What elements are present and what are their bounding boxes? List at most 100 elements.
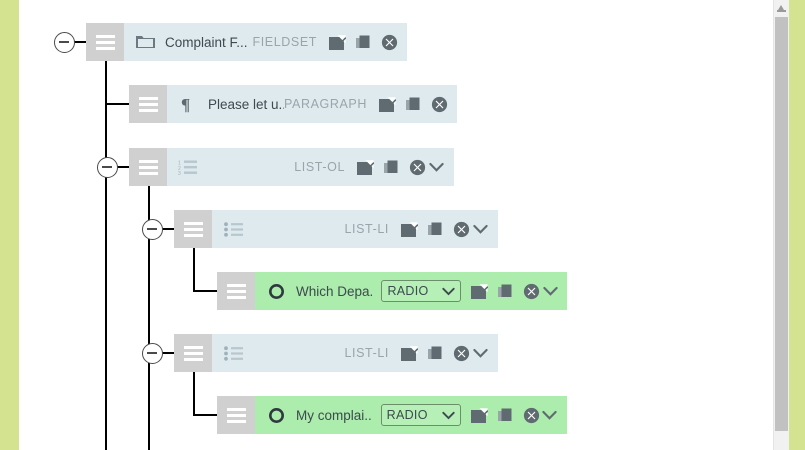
node-body: My complai... RADIO xyxy=(255,396,567,434)
node-label: My complai... xyxy=(296,407,373,423)
node-actions xyxy=(401,221,470,238)
delete-icon[interactable] xyxy=(431,96,448,113)
edit-icon[interactable] xyxy=(357,159,374,176)
edit-icon[interactable] xyxy=(379,96,396,113)
edit-icon[interactable] xyxy=(470,407,488,424)
collapse-toggle-button[interactable] xyxy=(54,31,75,53)
right-page-edge-strip xyxy=(789,0,805,450)
unordered-list-icon xyxy=(223,343,243,363)
tree-connector-vertical xyxy=(105,61,107,450)
tree-node-row[interactable]: LIST-LI xyxy=(174,210,498,248)
node-type-select[interactable]: RADIO xyxy=(380,404,461,426)
tree-connector-horizontal xyxy=(193,290,217,292)
tree-connector-horizontal xyxy=(65,41,86,43)
node-actions xyxy=(379,96,448,113)
node-type-tag: PARAGRAPH xyxy=(284,97,367,111)
node-actions xyxy=(329,34,398,51)
chevron-down-icon[interactable] xyxy=(472,345,489,362)
edit-icon[interactable] xyxy=(329,34,346,51)
node-type-tag: LIST-OL xyxy=(294,160,345,174)
node-tree: Complaint F... FIELDSET ¶ Please let u...PA… xyxy=(19,0,773,450)
duplicate-icon[interactable] xyxy=(355,34,372,51)
select-chevron-down-icon xyxy=(442,287,456,296)
tree-node-row[interactable]: LIST-LI xyxy=(174,334,498,372)
edit-icon[interactable] xyxy=(401,345,418,362)
drag-handle-icon[interactable] xyxy=(217,272,255,310)
minus-icon xyxy=(147,351,157,354)
duplicate-icon[interactable] xyxy=(427,221,444,238)
delete-icon[interactable] xyxy=(409,159,426,176)
drag-handle-icon[interactable] xyxy=(129,85,167,123)
delete-icon[interactable] xyxy=(453,345,470,362)
duplicate-icon[interactable] xyxy=(383,159,400,176)
drag-handle-icon[interactable] xyxy=(86,23,124,61)
scroll-thumb[interactable] xyxy=(775,17,788,431)
svg-text:2: 2 xyxy=(178,166,181,172)
node-actions xyxy=(470,407,540,424)
vertical-scrollbar[interactable] xyxy=(773,0,789,450)
edit-icon[interactable] xyxy=(401,221,418,238)
tree-node-row[interactable]: Complaint F... FIELDSET xyxy=(86,23,407,61)
minus-icon xyxy=(102,165,112,168)
edit-icon[interactable] xyxy=(471,283,489,300)
tree-connector-vertical xyxy=(193,248,195,291)
node-label: Please let u... xyxy=(208,96,285,112)
node-type-tag: FIELDSET xyxy=(252,35,317,49)
minus-icon xyxy=(147,227,157,230)
node-actions xyxy=(357,159,426,176)
collapse-toggle-button[interactable] xyxy=(142,218,163,240)
node-type-select-value: RADIO xyxy=(387,284,429,298)
node-type-select[interactable]: RADIO xyxy=(381,280,462,302)
drag-handle-icon[interactable] xyxy=(174,210,212,248)
node-label: Which Depa... xyxy=(296,283,374,299)
node-body: Complaint F... FIELDSET xyxy=(124,23,407,61)
radio-circle-icon xyxy=(266,405,286,425)
svg-text:¶: ¶ xyxy=(181,95,190,113)
collapse-toggle-button[interactable] xyxy=(97,156,118,178)
node-type-select-value: RADIO xyxy=(386,408,428,422)
node-type-tag: LIST-LI xyxy=(344,222,389,236)
delete-icon[interactable] xyxy=(381,34,398,51)
drag-handle-icon[interactable] xyxy=(129,148,167,186)
duplicate-icon[interactable] xyxy=(427,345,444,362)
node-body: ¶ Please let u...PARAGRAPH xyxy=(167,85,457,123)
node-actions xyxy=(401,345,470,362)
duplicate-icon[interactable] xyxy=(405,96,422,113)
duplicate-icon[interactable] xyxy=(497,407,514,424)
node-body: LIST-LI xyxy=(212,334,498,372)
chevron-down-icon[interactable] xyxy=(428,159,445,176)
scroll-up-arrow-icon[interactable] xyxy=(774,0,789,15)
svg-text:1: 1 xyxy=(178,161,181,167)
node-actions xyxy=(471,283,540,300)
chevron-down-icon[interactable] xyxy=(542,407,558,424)
svg-text:3: 3 xyxy=(178,171,181,175)
tree-connector-vertical xyxy=(193,372,195,415)
tree-node-row[interactable]: ¶ Please let u...PARAGRAPH xyxy=(129,85,457,123)
delete-icon[interactable] xyxy=(523,407,540,424)
drag-handle-icon[interactable] xyxy=(174,334,212,372)
minus-icon xyxy=(59,40,69,43)
tree-node-row[interactable]: Which Depa... RADIO xyxy=(217,272,567,310)
pilcrow-icon: ¶ xyxy=(178,94,198,114)
tree-connector-horizontal xyxy=(105,103,129,105)
chevron-down-icon[interactable] xyxy=(472,221,489,238)
node-body: LIST-LI xyxy=(212,210,498,248)
tree-node-row[interactable]: My complai... RADIO xyxy=(217,396,567,434)
unordered-list-icon xyxy=(223,219,243,239)
folder-icon xyxy=(135,32,155,52)
delete-icon[interactable] xyxy=(453,221,470,238)
drag-handle-icon[interactable] xyxy=(217,396,255,434)
node-body: Which Depa... RADIO xyxy=(255,272,567,310)
collapse-toggle-button[interactable] xyxy=(142,342,163,364)
node-label: Complaint F... xyxy=(165,34,248,50)
delete-icon[interactable] xyxy=(523,283,540,300)
select-chevron-down-icon xyxy=(441,411,455,420)
node-type-tag: LIST-LI xyxy=(344,346,389,360)
chevron-down-icon[interactable] xyxy=(542,283,558,300)
tree-connector-horizontal xyxy=(193,414,217,416)
duplicate-icon[interactable] xyxy=(497,283,514,300)
tree-connector-vertical xyxy=(148,186,150,450)
